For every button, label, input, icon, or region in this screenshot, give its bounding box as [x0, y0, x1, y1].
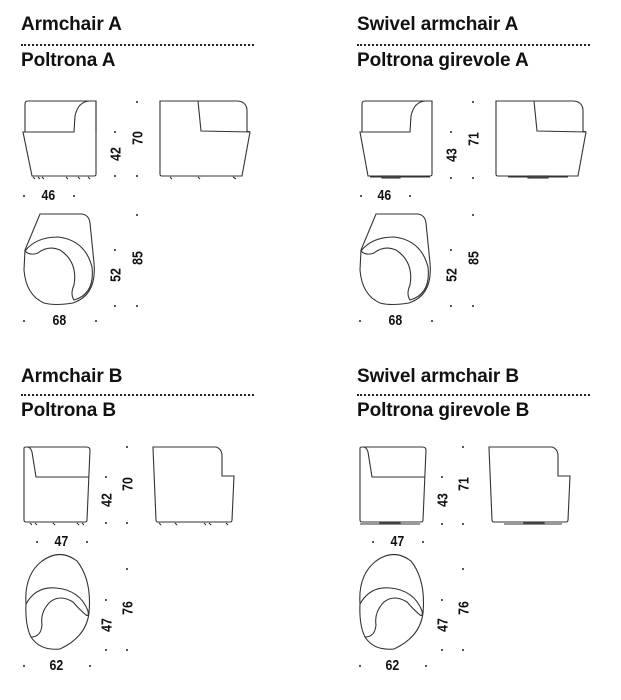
title-it: Poltrona B	[21, 400, 117, 421]
dim-tick	[472, 305, 474, 307]
dim-tick	[450, 249, 452, 251]
dim-width-top: 62	[385, 657, 400, 674]
dim-tick	[472, 101, 474, 103]
dim-tick	[360, 195, 362, 197]
dim-width-front: 46	[377, 187, 392, 204]
title-it: Poltrona girevole A	[357, 50, 529, 71]
dim-tick	[136, 101, 138, 103]
dim-tick	[359, 665, 361, 667]
dim-tick	[425, 665, 427, 667]
title-en: Armchair B	[21, 366, 123, 387]
title-it: Poltrona A	[21, 50, 116, 71]
dim-tick	[126, 649, 128, 651]
dim-total-height: 70	[129, 131, 147, 145]
dim-tick	[105, 649, 107, 651]
dim-depth-seat: 47	[434, 618, 452, 632]
dim-tick	[136, 305, 138, 307]
dim-width-top: 68	[388, 312, 403, 329]
dim-total-height: 71	[455, 477, 473, 491]
dim-depth-total: 76	[455, 601, 473, 615]
armchair-a-top-view	[23, 213, 95, 306]
dim-width-top: 68	[52, 312, 67, 329]
dim-tick	[36, 541, 38, 543]
dim-tick	[359, 320, 361, 322]
dim-tick	[462, 568, 464, 570]
dim-tick	[472, 214, 474, 216]
dim-seat-height: 43	[443, 148, 461, 162]
swivel-armchair-b-top-view	[359, 553, 425, 650]
dim-tick	[86, 541, 88, 543]
armchair-b-top-view	[25, 553, 91, 650]
dim-tick	[136, 214, 138, 216]
dim-tick	[441, 523, 443, 525]
dim-tick	[441, 649, 443, 651]
swivel-armchair-b-front-view	[359, 446, 427, 525]
dim-tick	[422, 541, 424, 543]
dim-seat-height: 43	[434, 493, 452, 507]
dim-tick	[450, 305, 452, 307]
dim-tick	[136, 175, 138, 177]
armchair-a-front-view	[22, 100, 97, 180]
title-it: Poltrona girevole B	[357, 400, 530, 421]
dim-depth-seat: 52	[107, 268, 125, 282]
dim-tick	[372, 541, 374, 543]
dim-tick	[23, 665, 25, 667]
swivel-armchair-a-front-view	[359, 100, 433, 179]
dim-depth-total: 85	[129, 251, 147, 265]
dim-depth-seat: 52	[443, 268, 461, 282]
dim-tick	[462, 446, 464, 448]
dim-tick	[114, 131, 116, 133]
dim-tick	[441, 476, 443, 478]
dotted-divider	[357, 44, 590, 46]
swivel-armchair-b-side-view	[488, 446, 571, 525]
dim-tick	[126, 522, 128, 524]
dim-tick	[472, 177, 474, 179]
dim-tick	[105, 522, 107, 524]
dim-tick	[441, 599, 443, 601]
dim-depth-seat: 47	[98, 618, 116, 632]
title-en: Armchair A	[21, 14, 122, 35]
dim-width-front: 46	[41, 187, 56, 204]
dim-depth-total: 85	[465, 251, 483, 265]
dim-tick	[114, 249, 116, 251]
dim-tick	[431, 320, 433, 322]
dim-tick	[114, 305, 116, 307]
armchair-b-side-view	[152, 446, 235, 526]
dim-width-top: 62	[49, 657, 64, 674]
title-en: Swivel armchair A	[357, 14, 519, 35]
dim-tick	[73, 195, 75, 197]
dim-tick	[462, 649, 464, 651]
dim-total-height: 70	[119, 477, 137, 491]
dim-tick	[450, 177, 452, 179]
dim-tick	[409, 195, 411, 197]
dim-tick	[95, 320, 97, 322]
armchair-a-side-view	[159, 100, 251, 180]
dotted-divider	[21, 394, 254, 396]
dotted-divider	[357, 394, 590, 396]
dim-total-height: 71	[465, 132, 483, 146]
swivel-armchair-a-top-view	[359, 213, 431, 306]
dim-tick	[126, 446, 128, 448]
armchair-b-front-view	[23, 446, 91, 526]
title-en: Swivel armchair B	[357, 366, 519, 387]
swivel-armchair-a-side-view	[495, 100, 587, 179]
dim-tick	[114, 175, 116, 177]
dim-width-front: 47	[390, 533, 405, 550]
dim-tick	[89, 665, 91, 667]
dim-tick	[23, 195, 25, 197]
dim-seat-height: 42	[107, 147, 125, 161]
dim-tick	[105, 476, 107, 478]
dim-width-front: 47	[54, 533, 69, 550]
dim-tick	[105, 599, 107, 601]
dim-tick	[126, 568, 128, 570]
dim-seat-height: 42	[98, 493, 116, 507]
dim-depth-total: 76	[119, 601, 137, 615]
dim-tick	[450, 131, 452, 133]
dotted-divider	[21, 44, 254, 46]
dim-tick	[23, 320, 25, 322]
dim-tick	[462, 523, 464, 525]
